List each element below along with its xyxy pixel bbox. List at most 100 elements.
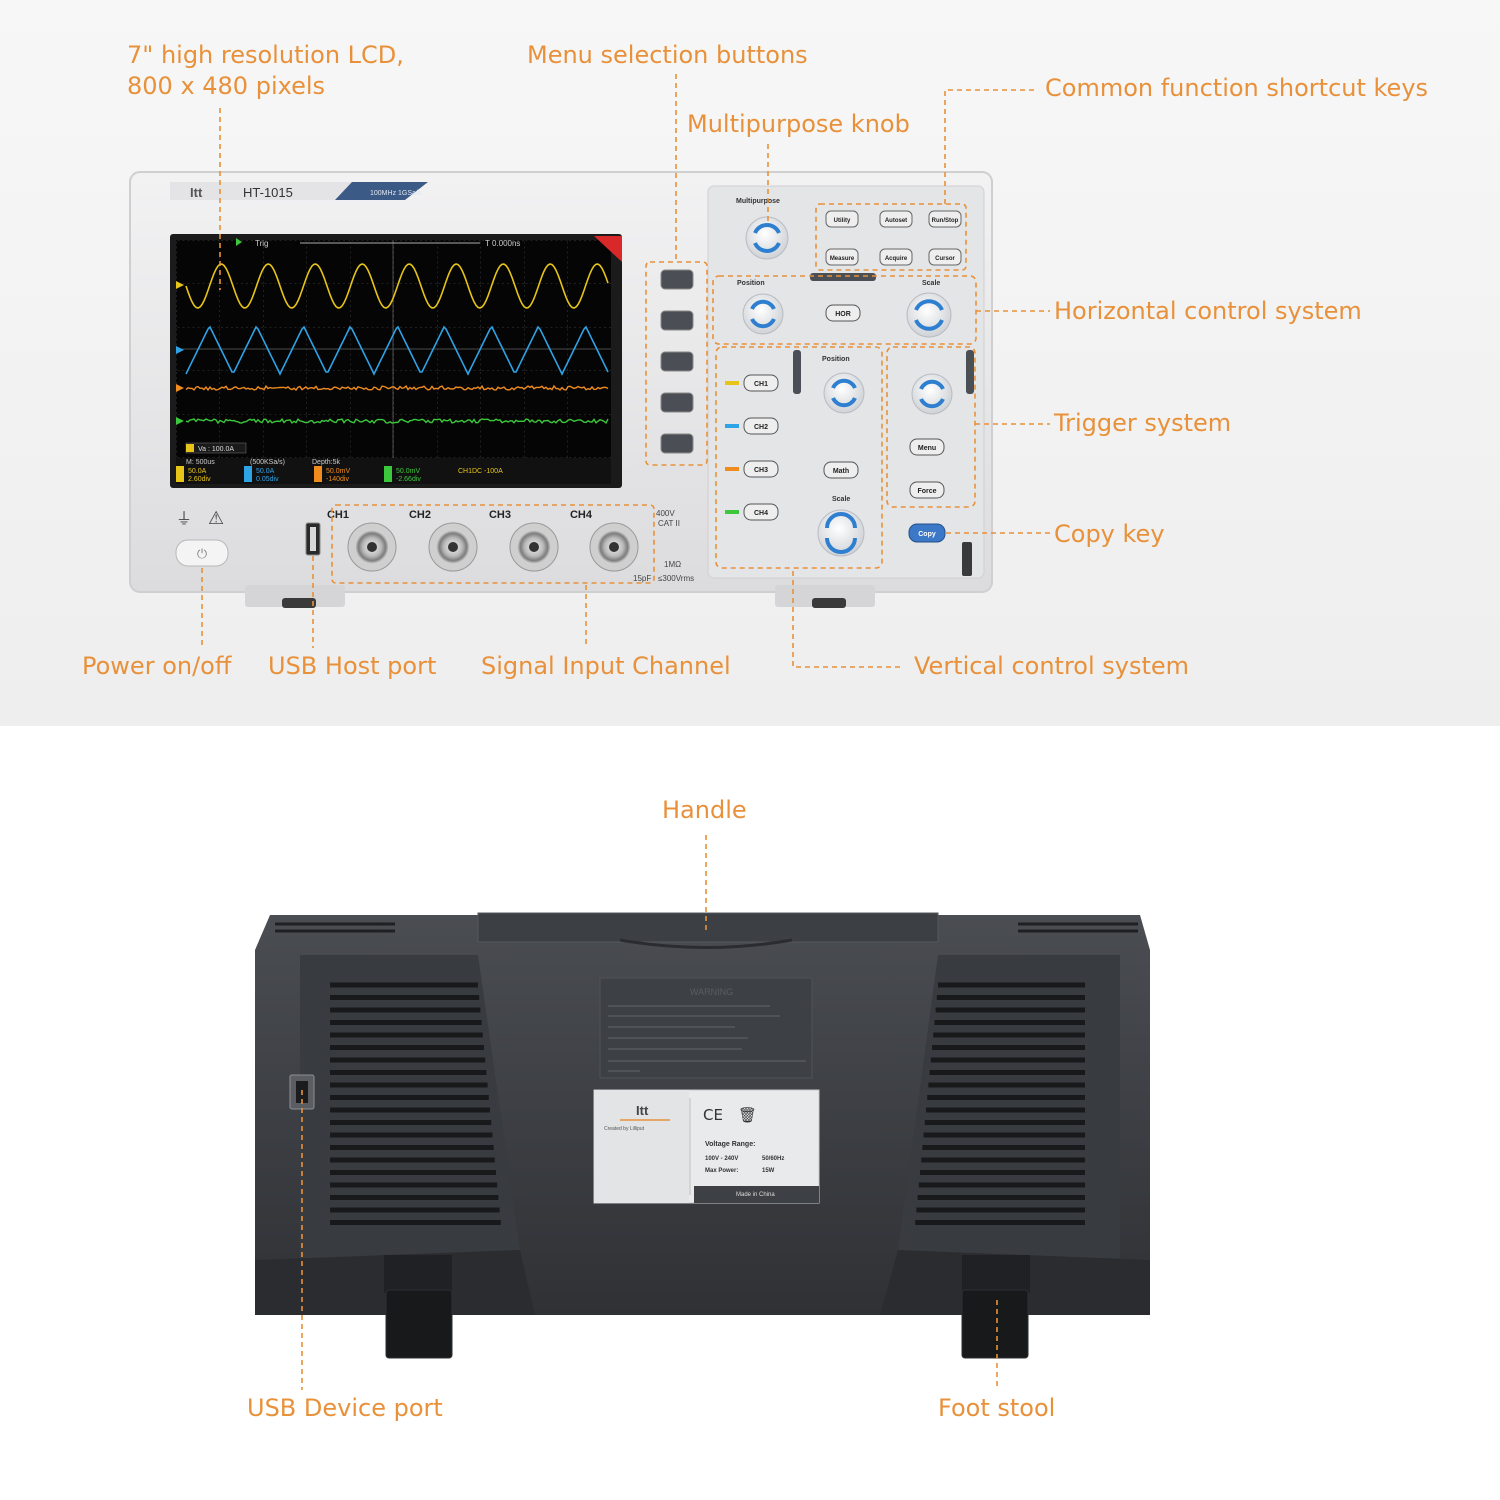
callout-handle: Handle xyxy=(662,796,747,824)
force-button[interactable] xyxy=(909,481,945,499)
lcd-ch2-scale: 50.0A xyxy=(256,468,275,475)
lcd-ch1-div: 2.60div xyxy=(188,476,211,483)
acquire-button-label: Acquire xyxy=(885,256,908,262)
bnc-ch1-pin xyxy=(367,542,377,552)
rating-impedance: 1MΩ xyxy=(664,560,681,569)
lcd-timebase: M: 500us xyxy=(186,459,215,466)
math-button[interactable] xyxy=(823,461,859,479)
v-scale-ring xyxy=(825,512,857,554)
bnc-ch4-connector[interactable] xyxy=(589,522,639,572)
lcd-measure-swatch xyxy=(186,444,194,452)
ch4-led xyxy=(725,510,739,514)
ch2-button[interactable] xyxy=(743,417,779,435)
channel-buttons: CH1 CH2 CH3 CH4 xyxy=(725,374,779,521)
callout-trigger: Trigger system xyxy=(1054,409,1232,437)
menu-button-3[interactable] xyxy=(660,351,694,372)
lcd-depth: Depth:5k xyxy=(312,459,341,466)
rating-max-voltage: ≤300Vrms xyxy=(658,574,694,583)
ch2-marker xyxy=(176,346,184,354)
copy-button[interactable] xyxy=(908,523,946,543)
vertical-bar xyxy=(793,350,801,394)
ch2-triangle-trace xyxy=(185,325,609,376)
callout-usb-host: USB Host port xyxy=(268,652,437,680)
ch3-led xyxy=(725,467,739,471)
power-icon: ⏻ xyxy=(197,547,207,562)
menu-selection-buttons xyxy=(660,269,694,454)
power-button[interactable] xyxy=(175,539,229,567)
autoset-button-label: Autoset xyxy=(885,218,907,224)
menu-button-1[interactable] xyxy=(660,269,694,290)
math-button-label: Math xyxy=(833,468,849,475)
model-label: HT-1015 xyxy=(243,185,293,200)
ch3-trace xyxy=(185,384,609,392)
h-scale-ring xyxy=(914,299,944,331)
v-position-ring xyxy=(831,378,857,408)
menu-button-5[interactable] xyxy=(660,433,694,454)
trig-run-icon xyxy=(236,238,242,246)
bnc-ch2-pin xyxy=(448,542,458,552)
rating-cat: CAT II xyxy=(658,519,680,528)
hor-button[interactable] xyxy=(825,304,861,322)
menu-button-2[interactable] xyxy=(660,310,694,331)
lcd-ch2-tag xyxy=(244,466,252,482)
callout-lcd: 7" high resolution LCD, 800 x 480 pixels xyxy=(127,41,404,100)
ch1-led xyxy=(725,381,739,385)
lcd-ch1-scale: 50.0A xyxy=(188,468,207,475)
ch4-marker xyxy=(176,417,184,425)
warning-triangle-icon: ⚠ xyxy=(208,508,224,529)
run-stop-button-label: Run/Stop xyxy=(932,218,959,224)
copy-button-label: Copy xyxy=(918,531,936,538)
bnc-ch2-label: CH2 xyxy=(409,509,431,521)
lcd-ch1-tag xyxy=(176,466,184,482)
menu-button-4[interactable] xyxy=(660,392,694,413)
callout-menu-buttons: Menu selection buttons xyxy=(527,41,808,69)
v-scale-label: Scale xyxy=(832,496,850,503)
ch2-led xyxy=(725,424,739,428)
usb-host-port-insert xyxy=(310,527,316,551)
foot-left xyxy=(245,585,345,607)
ch1-button[interactable] xyxy=(743,374,779,392)
bnc-ch1-connector[interactable] xyxy=(347,522,397,572)
utility-button[interactable] xyxy=(825,210,859,228)
oscilloscope-front: Itt HT-1015 100MHz 1GSa/s Trig T 0.000ns… xyxy=(129,74,1050,668)
lcd-ch4-scale: 50.0mV xyxy=(396,468,420,475)
bnc-ch4-pin xyxy=(609,542,619,552)
foot-right xyxy=(775,585,875,607)
lcd-trig-label: Trig xyxy=(255,239,268,248)
ch3-button[interactable] xyxy=(743,460,779,478)
run-stop-button[interactable] xyxy=(928,210,962,228)
multipurpose-knob-ring xyxy=(753,223,781,253)
hor-button-label: HOR xyxy=(835,311,851,318)
utility-button-label: Utility xyxy=(834,218,851,224)
acquire-button[interactable] xyxy=(879,248,913,266)
ground-symbol-icon: ⏚ xyxy=(176,509,192,528)
callout-shortcut-keys: Common function shortcut keys xyxy=(1045,74,1429,102)
cursor-button[interactable] xyxy=(928,248,962,266)
bnc-ch1-label: CH1 xyxy=(327,509,349,521)
callout-power: Power on/off xyxy=(82,652,232,680)
lcd-corner-marker xyxy=(594,236,622,262)
v-position-label: Position xyxy=(822,356,850,363)
lcd-ch3-tag xyxy=(314,466,322,482)
front-callout-lines xyxy=(201,74,1050,668)
probe-comp-terminal xyxy=(962,542,972,576)
ch4-button[interactable] xyxy=(743,503,779,521)
lcd-ch3-div: -140div xyxy=(326,476,349,483)
autoset-button[interactable] xyxy=(879,210,913,228)
trigger-level-ring xyxy=(919,379,945,409)
brand-logo: Itt xyxy=(190,185,203,200)
h-position-label: Position xyxy=(737,280,765,287)
h-position-ring xyxy=(750,299,776,329)
ch4-trace xyxy=(185,417,609,425)
bnc-ch3-pin xyxy=(529,542,539,552)
rating-capacitance: 15pF xyxy=(633,574,651,583)
lcd-ch3-scale: 50.0mV xyxy=(326,468,350,475)
trigger-menu-button[interactable] xyxy=(909,438,945,456)
bnc-ch4-label: CH4 xyxy=(570,509,593,521)
bnc-ch3-connector[interactable] xyxy=(509,522,559,572)
measure-button[interactable] xyxy=(825,248,859,266)
bnc-ch2-connector[interactable] xyxy=(428,522,478,572)
shortcut-keys: Utility Autoset Run/Stop Measure Acquire… xyxy=(825,210,962,266)
v-scale-knob[interactable] xyxy=(817,509,865,557)
spec-badge-text: 100MHz 1GSa/s xyxy=(370,190,422,197)
